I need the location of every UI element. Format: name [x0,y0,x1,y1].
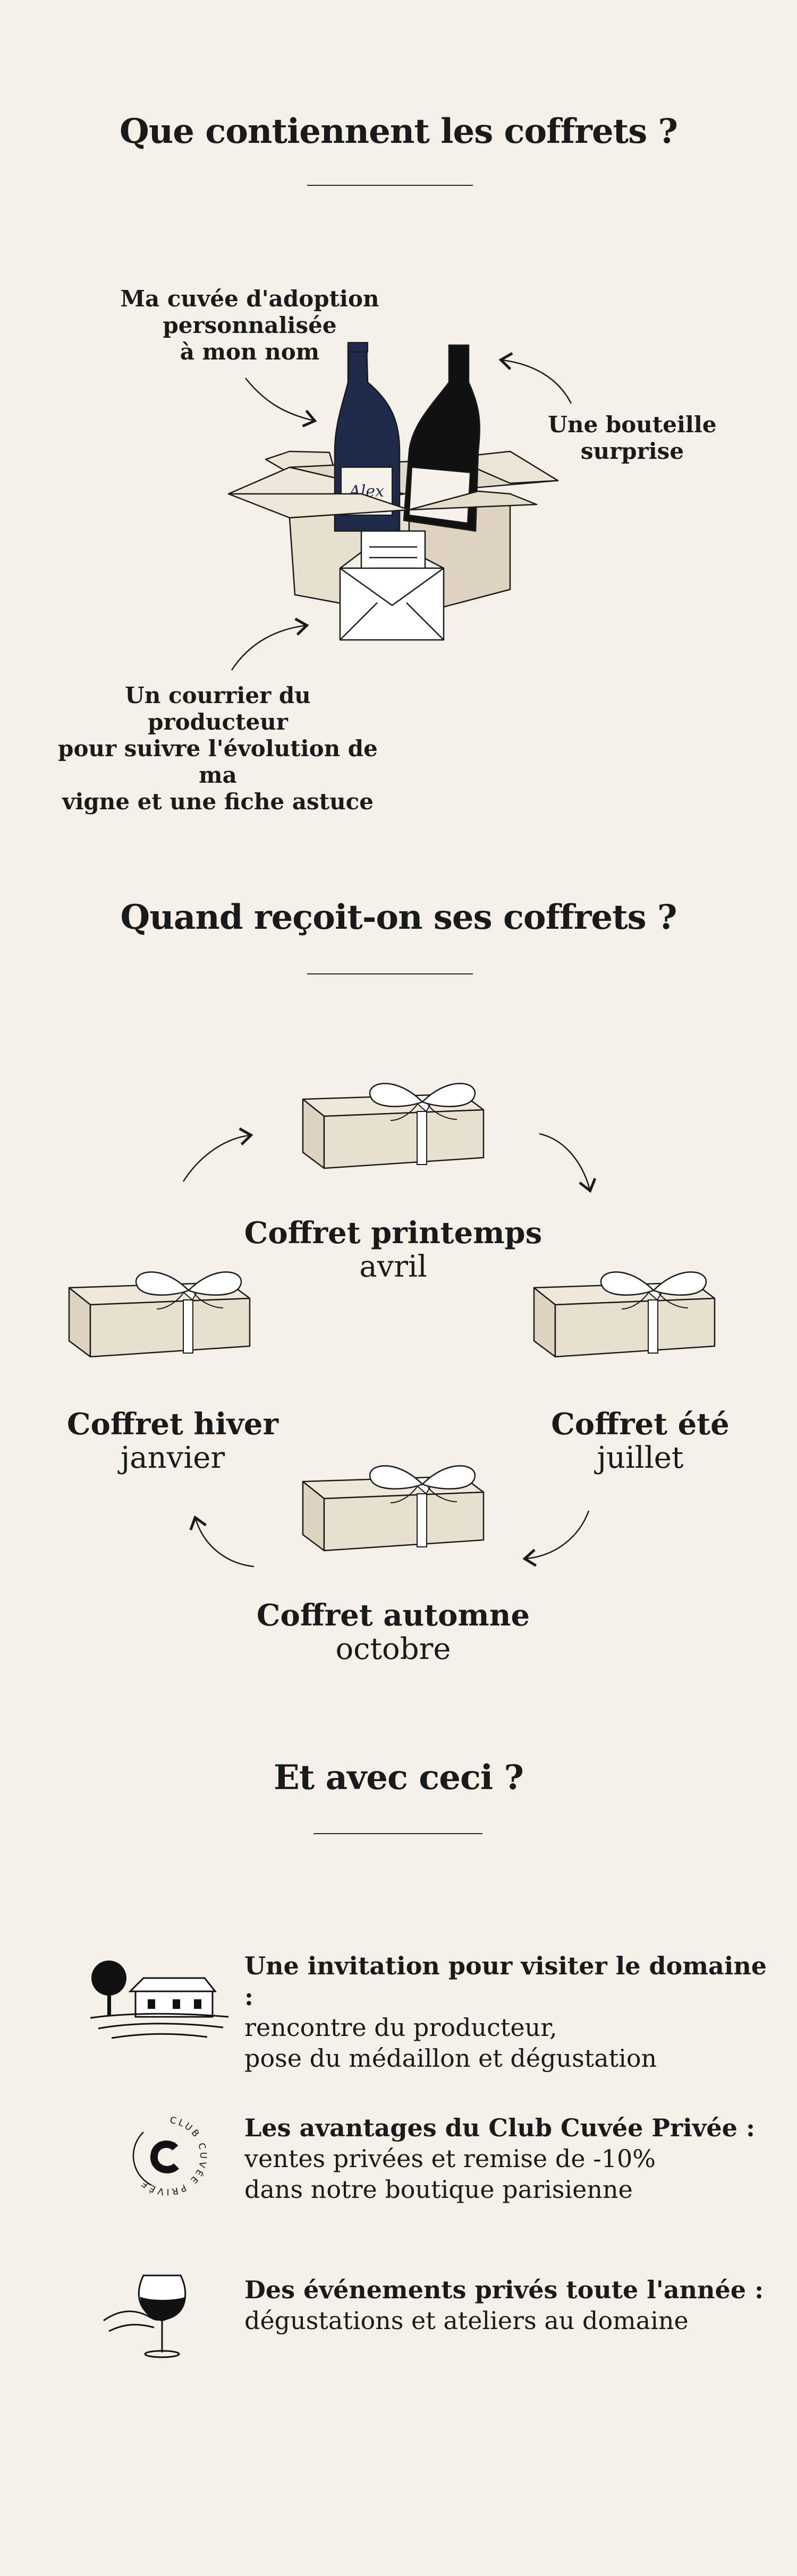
arrow-automne-to-hiver [189,1515,255,1568]
section1-divider [307,185,473,186]
letter-envelope [339,530,445,641]
arrow-printemps-to-ete [539,1133,597,1193]
section1-title: Que contiennent les coffrets ? [119,112,678,151]
coffret-ete: Coffret été juillet [551,1407,730,1475]
coffret-cycle-illustration [68,1083,716,1568]
label-surprise: Une bouteille surprise [548,412,717,464]
svg-text:CLUB CUVÉE PRIVÉE: CLUB CUVÉE PRIVÉE [138,2115,208,2197]
section3-divider [313,1833,482,1834]
section2-title: Quand reçoit-on ses coffrets ? [120,897,677,937]
gift-box-automne [302,1465,485,1552]
arrow-to-surprise-bottle [498,352,572,404]
arrow-ete-to-automne [522,1510,590,1567]
coffret-printemps: Coffret printemps avril [244,1216,542,1284]
wine-glass-icon [103,2274,186,2358]
feature-club: Les avantages du Club Cuvée Privée : ven… [244,2113,755,2204]
wine-box-illustration: Alex [227,342,572,671]
arrow-hiver-to-printemps [182,1127,253,1182]
gift-box-hiver [68,1271,251,1358]
arrow-to-cuvee-bottle [245,378,317,427]
gift-box-ete [533,1271,716,1358]
club-seal-icon: CLUB CUVÉE PRIVÉE [132,2115,208,2197]
club-seal-text: CLUB CUVÉE PRIVÉE [138,2115,206,2197]
coffret-hiver: Coffret hiver janvier [66,1407,279,1475]
coffret-automne: Coffret automne octobre [256,1598,530,1666]
house-landscape-icon [90,1961,229,2039]
feature-invitation: Une invitation pour visiter le domaine :… [244,1952,767,2073]
gift-box-printemps [302,1083,485,1169]
label-courrier: Un courrier du producteur pour suivre l'… [58,682,378,815]
label-cuvee: Ma cuvée d'adoption personnalisée à mon … [120,286,379,365]
section2-divider [307,973,473,974]
section3-title: Et avec ceci ? [274,1758,524,1798]
feature-evenements: Des événements privés toute l'année : dé… [244,2275,764,2335]
arrow-to-courrier [231,618,309,671]
